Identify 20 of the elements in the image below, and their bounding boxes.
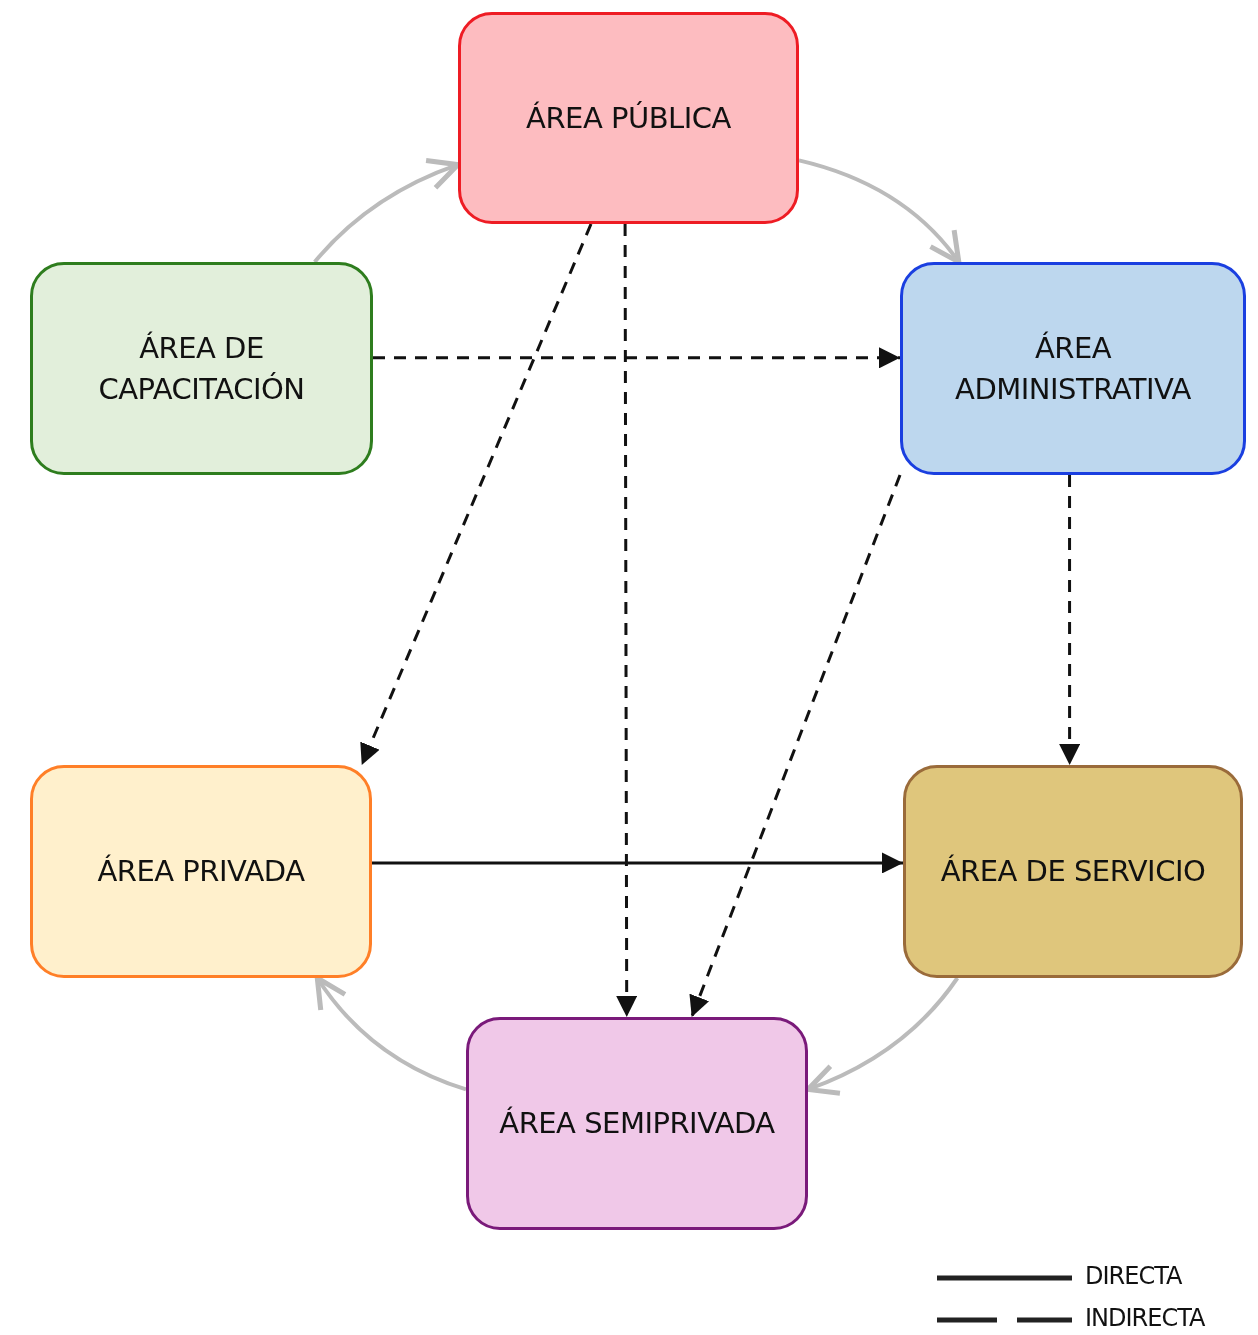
arrow	[616, 224, 638, 1017]
legend-text: INDIRECTA	[1085, 1304, 1205, 1332]
area-label: ÁREA DE SERVICIO	[940, 853, 1206, 891]
arrow	[372, 852, 903, 874]
area-box	[458, 12, 799, 224]
legend-text: DIRECTA	[1085, 1262, 1182, 1290]
arrow	[689, 474, 902, 1018]
area-box	[900, 262, 1246, 475]
area-label: ÁREA DE CAPACITACIÓN	[97, 329, 306, 408]
arrow	[373, 347, 900, 369]
area-label: ÁREA PRIVADA	[97, 853, 305, 891]
arrow	[360, 223, 593, 766]
area-box	[903, 765, 1243, 978]
area-label: ÁREA PÚBLICA	[526, 99, 731, 137]
area-box	[30, 765, 372, 978]
area-box	[466, 1017, 808, 1230]
area-label: ÁREA SEMIPRIVADA	[499, 1105, 775, 1143]
area-label: ÁREA ADMINISTRATIVA	[954, 329, 1192, 408]
arrow	[1059, 475, 1081, 765]
area-box	[30, 262, 373, 475]
